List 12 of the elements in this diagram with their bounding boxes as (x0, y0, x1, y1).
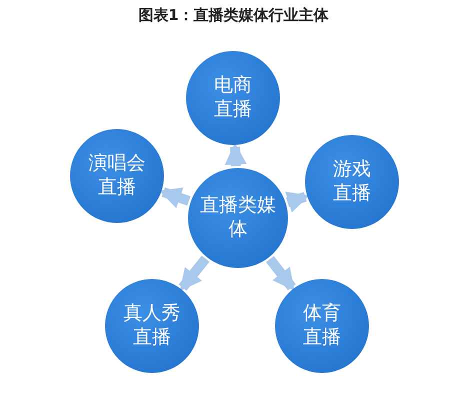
arrow (266, 256, 296, 291)
arrow (159, 187, 191, 208)
node-label: 体育直播 (302, 302, 342, 350)
arrow (178, 256, 210, 292)
node-label: 电商直播 (213, 74, 253, 122)
arrow (285, 192, 310, 213)
arrow (224, 142, 247, 166)
chart-title: 图表1：直播类媒体行业主体 (137, 6, 330, 25)
node-label: 游戏直播 (332, 158, 372, 206)
node-label: 直播类媒体 (199, 194, 277, 242)
node-label: 真人秀直播 (122, 302, 182, 350)
node-label: 演唱会直播 (88, 152, 146, 200)
